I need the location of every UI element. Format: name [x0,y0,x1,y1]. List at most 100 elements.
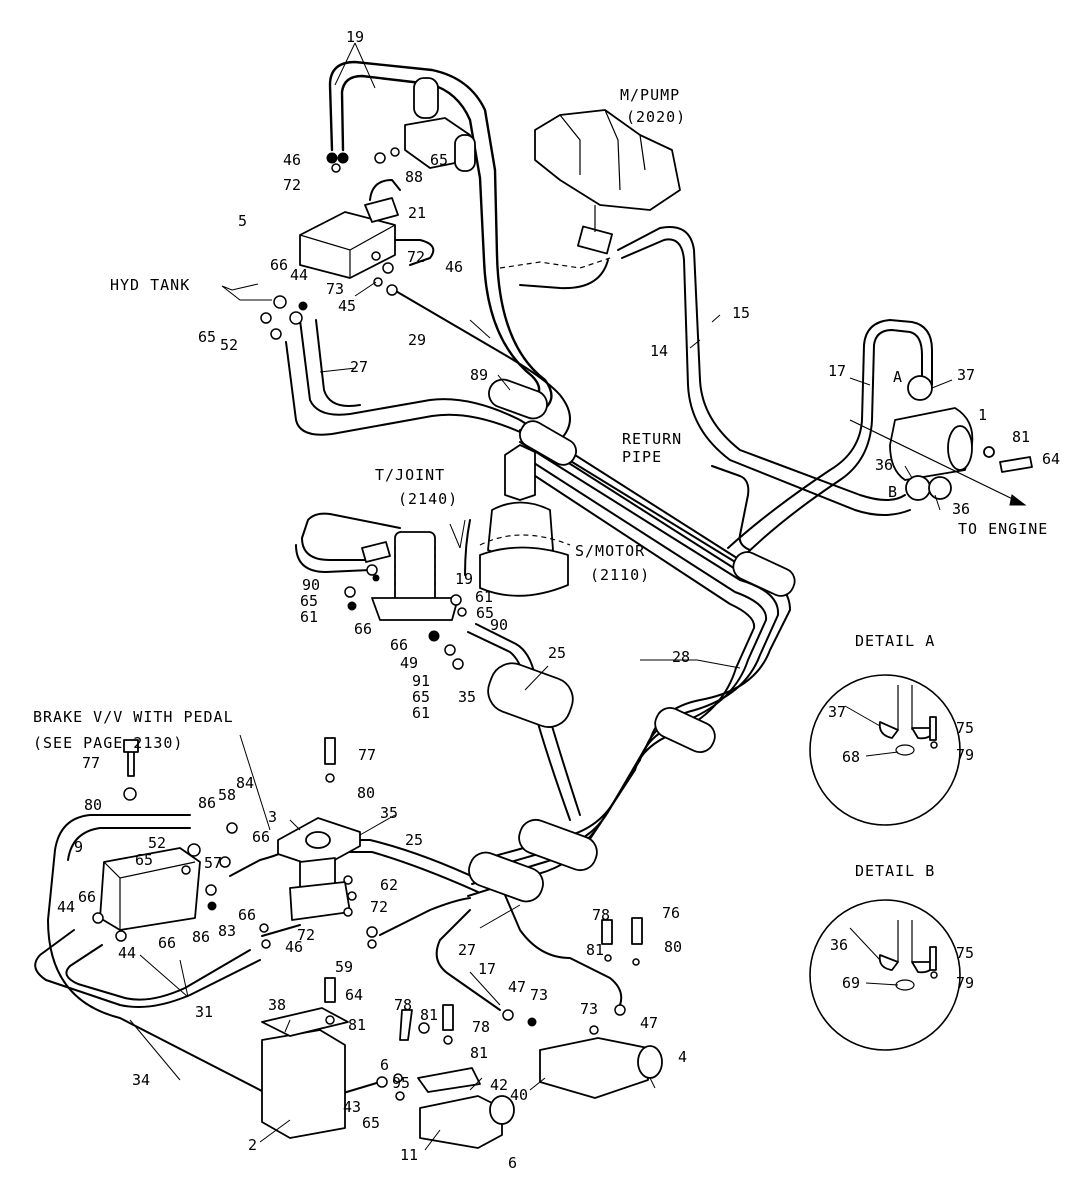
callout-80: 80 [84,796,102,814]
callout-68: 68 [842,748,860,766]
callout-73: 73 [580,1000,598,1018]
callout-72: 72 [370,898,388,916]
pipe-17-lower [435,909,501,1011]
pipe-15 [621,238,911,516]
t-joint [361,531,459,621]
callout-91: 91 [412,672,430,690]
callout-81: 81 [348,1016,366,1034]
callout-75: 75 [956,719,974,737]
callout-72: 72 [297,926,315,944]
callout-66: 66 [78,888,96,906]
callout-31: 31 [195,1003,213,1021]
callout-19: 19 [455,570,473,588]
callout-49: 49 [400,654,418,672]
caption-point-a: A [893,368,903,386]
callout-66: 66 [390,636,408,654]
callout-89: 89 [470,366,488,384]
clamp-28 [654,707,716,753]
callout-17: 17 [478,960,496,978]
component-6 [417,1067,515,1149]
clamp-lower-2 [468,851,544,903]
callout-14: 14 [650,342,668,360]
hose-19-inner [340,74,541,407]
pipe-17-b [727,319,933,549]
callout-64: 64 [1042,450,1060,468]
hose-27 [299,319,741,561]
callout-11: 11 [400,1146,418,1164]
fittings [92,147,643,1101]
caption-hyd-tank: HYD TANK [110,276,190,294]
callout-29: 29 [408,331,426,349]
tjoint-line-left [301,512,401,561]
callout-73: 73 [530,986,548,1004]
callout-9: 9 [74,838,83,856]
callout-27: 27 [350,358,368,376]
callout-64: 64 [345,986,363,1004]
pipe-14 [617,226,906,501]
hose-31-outer [34,929,261,1008]
callout-72: 72 [407,248,425,266]
callout-76: 76 [662,904,680,922]
hose-27-b [285,341,741,573]
caption-brake-valve-1: BRAKE V/V WITH PEDAL [33,708,234,726]
callout-77: 77 [82,754,100,772]
callout-34: 34 [132,1071,150,1089]
callout-79: 79 [956,746,974,764]
block-9 [99,847,201,931]
engine-unit [849,375,1033,506]
caption-s-motor: S/MOTOR [575,542,645,560]
callout-3: 3 [268,808,277,826]
hose-19-tank [315,319,361,407]
caption-s-motor-page: (2110) [590,566,650,584]
tjoint-line-up [464,519,471,576]
callout-2: 2 [248,1136,257,1154]
callout-17: 17 [828,362,846,380]
caption-to-engine: TO ENGINE [958,520,1048,538]
callout-81: 81 [420,1006,438,1024]
callout-78: 78 [592,906,610,924]
caption-t-joint-page: (2140) [398,490,458,508]
callout-75: 75 [956,944,974,962]
callout-52: 52 [220,336,238,354]
brake-line-1 [349,839,481,881]
callout-90: 90 [490,616,508,634]
caption-m-pump-page: (2020) [626,108,686,126]
callout-83: 83 [218,922,236,940]
callout-65: 65 [412,688,430,706]
callout-35: 35 [458,688,476,706]
callout-4: 4 [678,1048,687,1066]
pipe-35 [467,631,571,821]
component-2 [261,1007,349,1139]
clamp-center [519,420,577,466]
callout-66: 66 [270,256,288,274]
callout-69: 69 [842,974,860,992]
pipe-bundle-upper3 [519,453,768,761]
callout-37: 37 [828,703,846,721]
callout-65: 65 [198,328,216,346]
callout-62: 62 [380,876,398,894]
component-4 [539,1037,663,1099]
callout-1: 1 [978,406,987,424]
callout-65: 65 [300,592,318,610]
callout-46: 46 [283,151,301,169]
caption-detail-a: DETAIL A [855,632,935,650]
callout-66: 66 [252,828,270,846]
callout-86: 86 [198,794,216,812]
callout-38: 38 [268,996,286,1014]
callout-65: 65 [362,1114,380,1132]
callout-42: 42 [490,1076,508,1094]
callout-25: 25 [405,831,423,849]
callout-5: 5 [238,212,247,230]
callout-46: 46 [285,938,303,956]
callout-61: 61 [475,588,493,606]
clamp-lower-1 [518,818,598,872]
callout-79: 79 [956,974,974,992]
callout-6: 6 [508,1154,517,1172]
callout-90: 90 [302,576,320,594]
callout-61: 61 [412,704,430,722]
callout-65: 65 [430,151,448,169]
caption-point-b: B [888,483,898,501]
callout-95: 95 [392,1074,410,1092]
callout-86: 86 [192,928,210,946]
